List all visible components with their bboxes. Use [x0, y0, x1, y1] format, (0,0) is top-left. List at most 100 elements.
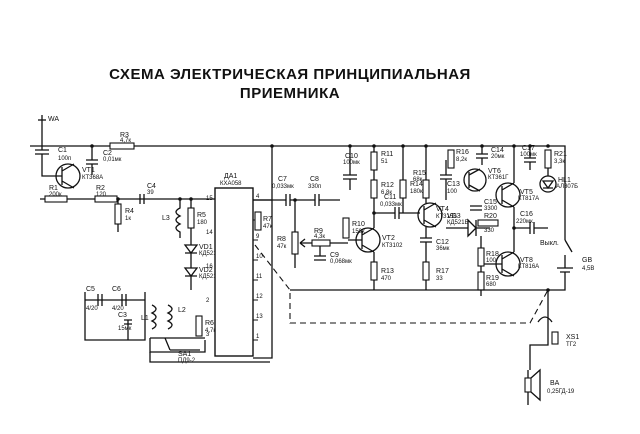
label-ic-type: КХА058: [220, 181, 242, 187]
label-c6: C6: [112, 286, 121, 293]
value-c2: 0,01мк: [103, 157, 122, 163]
value-r18: 100: [486, 258, 497, 264]
label-c7: C7: [278, 176, 287, 183]
label-c4: C4: [147, 183, 156, 190]
value-r20: 330: [484, 228, 495, 234]
value-vd2: КД521Б: [199, 274, 221, 280]
potentiometer-r8: [291, 231, 299, 255]
value-r6: 4,7к: [205, 328, 216, 334]
label-c5: C5: [86, 286, 95, 293]
value-vd1: КД521Б: [199, 251, 221, 257]
resistor-r12: [370, 179, 378, 199]
transistor-vt8: [484, 228, 521, 277]
value-vt8: КТ816А: [518, 264, 539, 270]
capacitor-c9: [314, 242, 348, 261]
label-r21: R21: [554, 151, 567, 158]
label-r14: R14: [410, 181, 423, 188]
value-vt5: КТ817А: [518, 196, 539, 202]
ic-pin-9: 9: [256, 234, 260, 240]
value-c14: 20мк: [491, 154, 505, 160]
headphone-jack-xs1: [537, 316, 559, 345]
value-r2: 120: [96, 192, 107, 198]
volume-switch-link: [254, 244, 549, 324]
value-r21: 3,3к: [554, 159, 565, 165]
value-r19: 680: [486, 282, 497, 288]
value-c17: 100мк: [520, 152, 537, 158]
label-r4: R4: [125, 208, 134, 215]
capacitors-c7-c8: [253, 194, 340, 206]
capacitor-c3: [124, 319, 132, 340]
value-c12: 36мк: [436, 246, 450, 252]
resistor-r6: [195, 315, 203, 337]
label-vd3: VD3: [447, 213, 461, 220]
label-sa2: Выкл.: [540, 240, 559, 247]
label-r9: R9: [314, 228, 323, 235]
capacitor-c11: [374, 207, 420, 219]
label-ba: BA: [550, 380, 560, 387]
label-wa: WA: [48, 116, 59, 123]
capacitor-c2: [86, 146, 98, 175]
transistor-vt5: [495, 146, 521, 228]
value-c1: 100п: [58, 156, 71, 162]
value-r7: 47к: [263, 224, 273, 230]
label-xs1: XS1: [566, 334, 579, 341]
capacitor-c16: [515, 222, 548, 234]
ic-pin-14: 14: [206, 230, 213, 236]
label-c16: C16: [520, 211, 533, 218]
capacitor-c4: [139, 194, 145, 204]
value-r4: 1к: [125, 216, 131, 222]
value-r8-pot: 47к: [277, 244, 287, 250]
label-r5: R5: [197, 212, 206, 219]
label-r15: R15: [413, 170, 426, 177]
resistor-r7: [254, 211, 262, 231]
ic-pin-3: 3: [206, 332, 210, 338]
inductor-l3: [175, 199, 182, 238]
capacitor-c14: [476, 146, 488, 165]
label-vt1: VT1: [82, 167, 95, 174]
resistor-r9: [311, 239, 331, 247]
label-r8-pot: R8: [277, 236, 286, 243]
inductor-l2: [166, 304, 173, 330]
resistor-r5: [187, 207, 195, 229]
capacitor-c13: [440, 160, 452, 200]
label-c17: C17: [522, 145, 535, 152]
ic-pin-12: 12: [256, 294, 263, 300]
led-hl1: [539, 175, 557, 193]
diode-vd3: [446, 218, 490, 238]
label-c11: C11: [384, 194, 396, 201]
label-vt8: VT8: [520, 257, 533, 264]
diodes-vd1-vd2: [183, 199, 199, 290]
label-ic-ref: ДА1: [224, 173, 237, 180]
label-gb: GB: [582, 257, 592, 264]
value-r9: 4,3к: [314, 234, 325, 240]
resistor-r4: [114, 203, 122, 225]
resistor-r16: [447, 149, 455, 169]
value-c5: 4/20: [86, 306, 98, 312]
label-c12: C12: [436, 239, 449, 246]
value-r17: 33: [436, 276, 443, 282]
resistor-r11: [370, 151, 378, 171]
transistor-vt1: [41, 154, 81, 189]
value-vd3: КД521Б: [447, 220, 469, 226]
label-r7: R7: [263, 216, 272, 223]
value-c16: 220мк: [516, 219, 533, 225]
ic-pin-10: 10: [256, 254, 263, 260]
value-c11: 0,033мк: [380, 202, 402, 208]
battery-gb: [548, 255, 573, 291]
label-r20: R20: [484, 213, 497, 220]
label-vt2: VT2: [382, 235, 395, 242]
value-r3: 4,7к: [120, 138, 131, 144]
label-c15: C15: [484, 199, 497, 206]
label-c13: C13: [447, 181, 460, 188]
right-rail: [548, 145, 566, 240]
transistor-vt6: [463, 168, 487, 192]
label-r19: R19: [486, 275, 499, 282]
antenna-wa: [38, 115, 46, 150]
value-hl1: АЛ307Б: [556, 184, 578, 190]
ic-da1: [214, 187, 254, 357]
capacitor-c1: [35, 149, 49, 155]
resistor-r13: [370, 261, 378, 281]
title-line-2: ПРИЕМНИКА: [239, 85, 341, 102]
label-r10: R10: [352, 221, 365, 228]
